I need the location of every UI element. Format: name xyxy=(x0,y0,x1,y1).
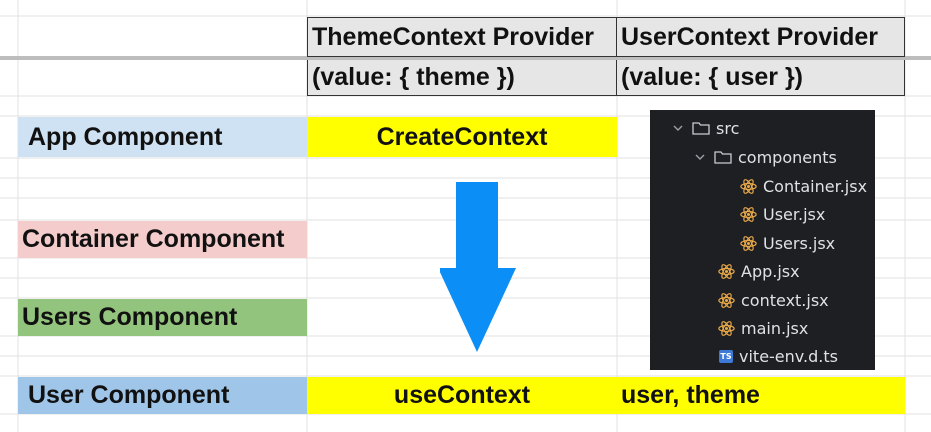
tree-item-label: main.jsx xyxy=(741,318,809,338)
react-icon xyxy=(718,292,735,308)
app-component-label: App Component xyxy=(18,117,307,157)
folder-icon xyxy=(692,122,710,135)
tree-item-app-jsx[interactable]: App.jsx xyxy=(718,260,800,282)
users-component-label: Users Component xyxy=(18,299,307,336)
react-icon xyxy=(740,206,757,222)
tree-item-label: vite-env.d.ts xyxy=(739,346,838,366)
tree-item-label: components xyxy=(738,147,837,167)
tree-item-users-jsx[interactable]: Users.jsx xyxy=(740,232,835,254)
tree-item-label: src xyxy=(716,118,740,138)
user-provider-header: UserContext Provider xyxy=(616,17,905,57)
tree-item-label: App.jsx xyxy=(741,261,800,281)
tree-item-main-jsx[interactable]: main.jsx xyxy=(718,317,808,339)
folder-icon xyxy=(714,151,732,164)
down-arrow-icon xyxy=(440,182,516,352)
ts-icon: TS xyxy=(719,349,733,363)
theme-provider-header: ThemeContext Provider xyxy=(307,17,617,57)
tree-item-label: User.jsx xyxy=(763,204,826,224)
user-component-label: User Component xyxy=(18,377,307,414)
tree-item-label: Container.jsx xyxy=(763,176,868,196)
react-icon xyxy=(740,178,757,194)
tree-item-container-jsx[interactable]: Container.jsx xyxy=(740,175,867,197)
chevron-down-icon xyxy=(695,154,705,160)
tree-item-components[interactable]: components xyxy=(694,146,837,168)
file-explorer-panel: src components Container.jsx User.jsx Us… xyxy=(650,110,875,370)
tree-item-src[interactable]: src xyxy=(672,117,739,139)
user-value-cell: (value: { user }) xyxy=(616,60,905,96)
container-component-label: Container Component xyxy=(18,221,307,258)
react-icon xyxy=(718,320,735,336)
tree-item-context-jsx[interactable]: context.jsx xyxy=(718,289,829,311)
tree-item-label: Users.jsx xyxy=(763,233,836,253)
user-theme-cell: user, theme xyxy=(617,377,905,414)
tree-item-vite-env[interactable]: TS vite-env.d.ts xyxy=(719,345,838,367)
react-icon xyxy=(718,263,735,279)
react-icon xyxy=(740,235,757,251)
use-context-cell: useContext xyxy=(307,377,617,414)
tree-item-user-jsx[interactable]: User.jsx xyxy=(740,203,825,225)
theme-value-cell: (value: { theme }) xyxy=(307,60,617,96)
create-context-cell: CreateContext xyxy=(307,117,617,157)
tree-item-label: context.jsx xyxy=(741,290,829,310)
chevron-down-icon xyxy=(673,125,683,131)
